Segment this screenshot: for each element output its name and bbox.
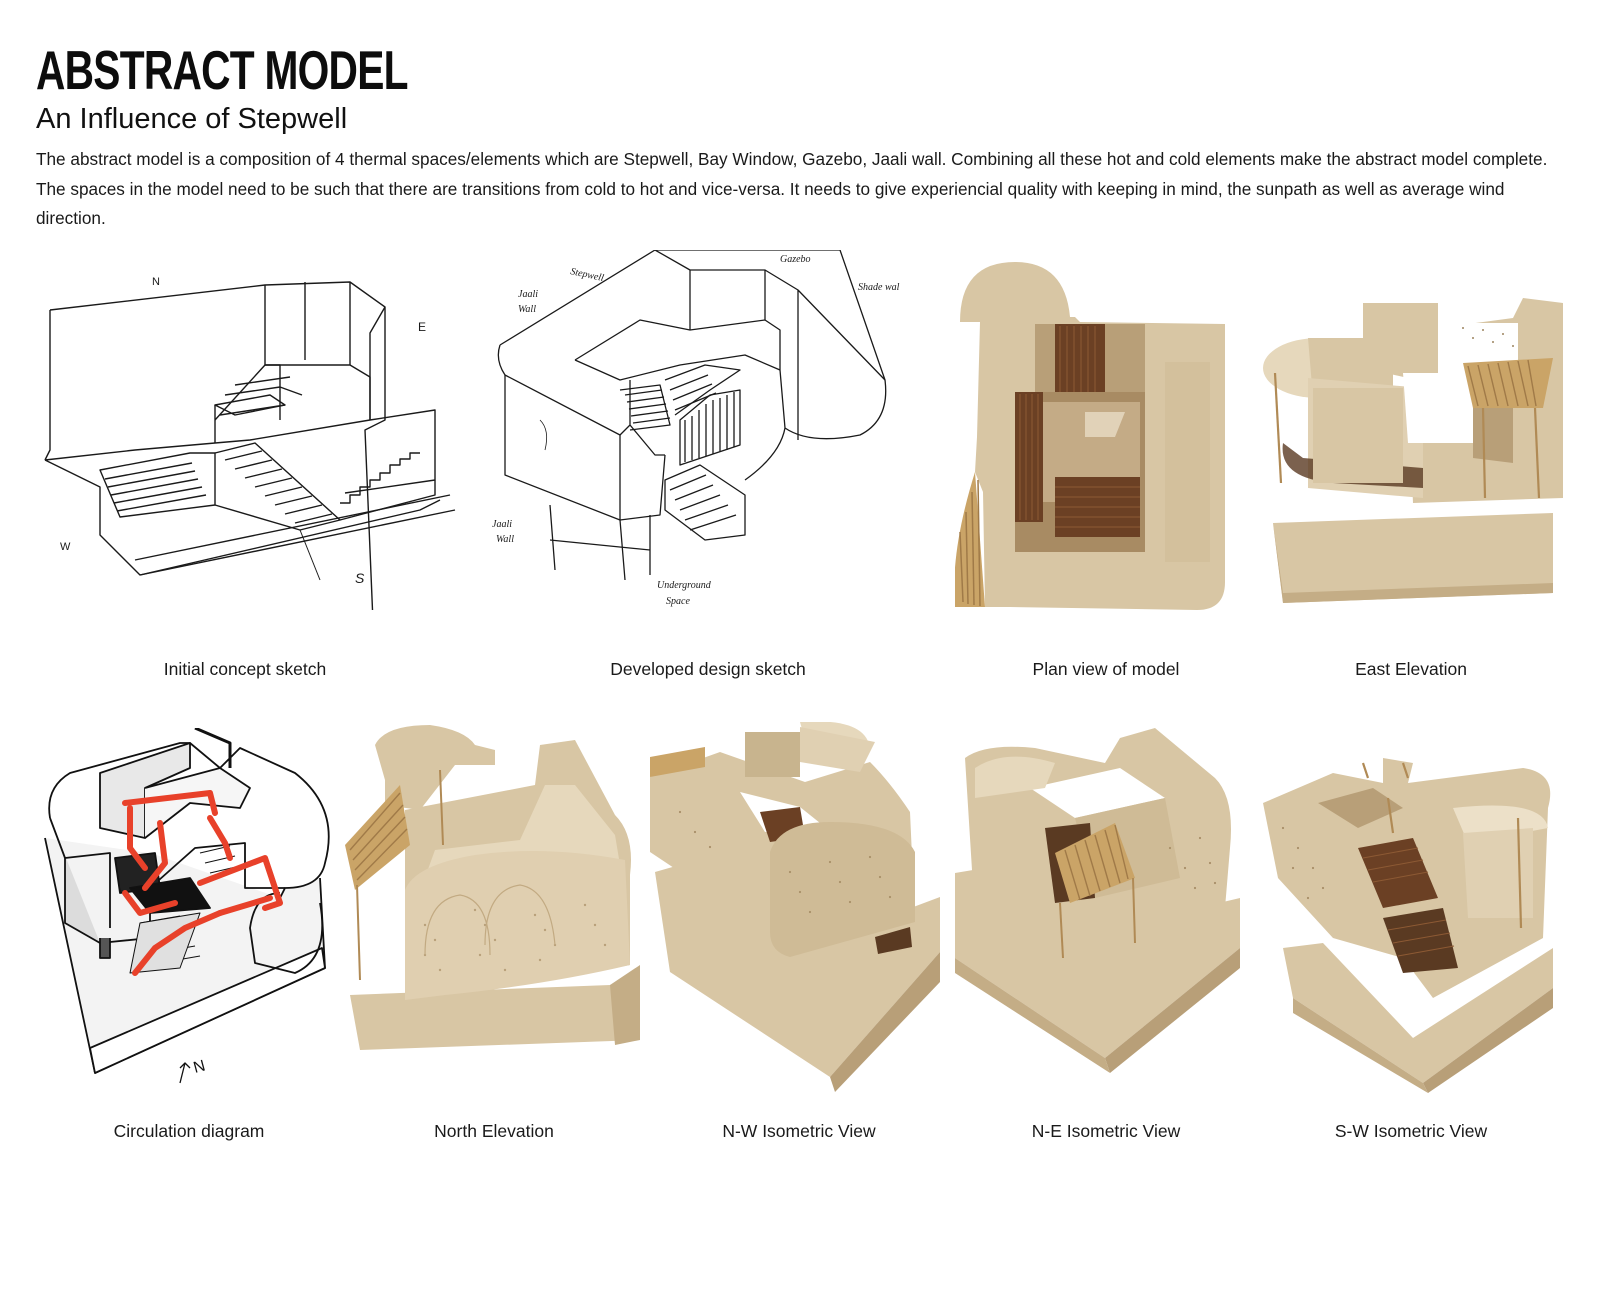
shade-wall-label: Shade wal [858,282,900,293]
east-elevation-photo [1263,298,1563,616]
ne-isometric-photo [955,728,1255,1073]
caption-north-elevation: North Elevation [434,1121,554,1141]
concept-sketch-figure: N E W S [40,255,460,610]
description-paragraph: The abstract model is a composition of 4… [36,149,1548,229]
caption-concept-sketch: Initial concept sketch [163,659,327,679]
caption-nw-isometric: N-W Isometric View [722,1121,876,1141]
caption-ne-isometric: N-E Isometric View [1031,1121,1181,1141]
page-subtitle: An Influence of Stepwell [36,103,348,135]
underground-label: Underground [657,580,712,591]
wall-label-top: Wall [518,304,536,315]
caption-circulation: Circulation diagram [113,1121,265,1141]
sw-isometric-photo [1263,758,1563,1093]
jaali-label-top: Jaali [518,289,538,300]
page-title: ABSTRACT MODEL [36,39,408,101]
plan-view-photo [955,262,1260,622]
south-label: S [355,570,365,586]
caption-plan-view: Plan view of model [1032,659,1180,679]
nw-isometric-photo [650,722,950,1092]
back-wall-outline [49,281,386,610]
north-label: N [152,276,160,288]
jaali-label-bottom: Jaali [492,519,512,530]
circulation-diagram: N [40,728,340,1106]
north-arrow-label: N [192,1057,208,1076]
caption-design-sketch: Developed design sketch [610,659,806,679]
design-sketch-figure: Jaali Wall Stepwell Gazebo Shade wal Jaa… [480,250,920,620]
space-label: Space [666,596,690,607]
gazebo-label: Gazebo [780,254,811,265]
stepwell-label: Stepwell [569,266,605,284]
north-elevation-photo [345,725,645,1065]
caption-sw-isometric: S-W Isometric View [1334,1121,1488,1141]
caption-east-elevation: East Elevation [1355,659,1467,679]
wall-label-bottom: Wall [496,534,514,545]
west-label: W [60,541,71,553]
east-label: E [418,320,426,334]
